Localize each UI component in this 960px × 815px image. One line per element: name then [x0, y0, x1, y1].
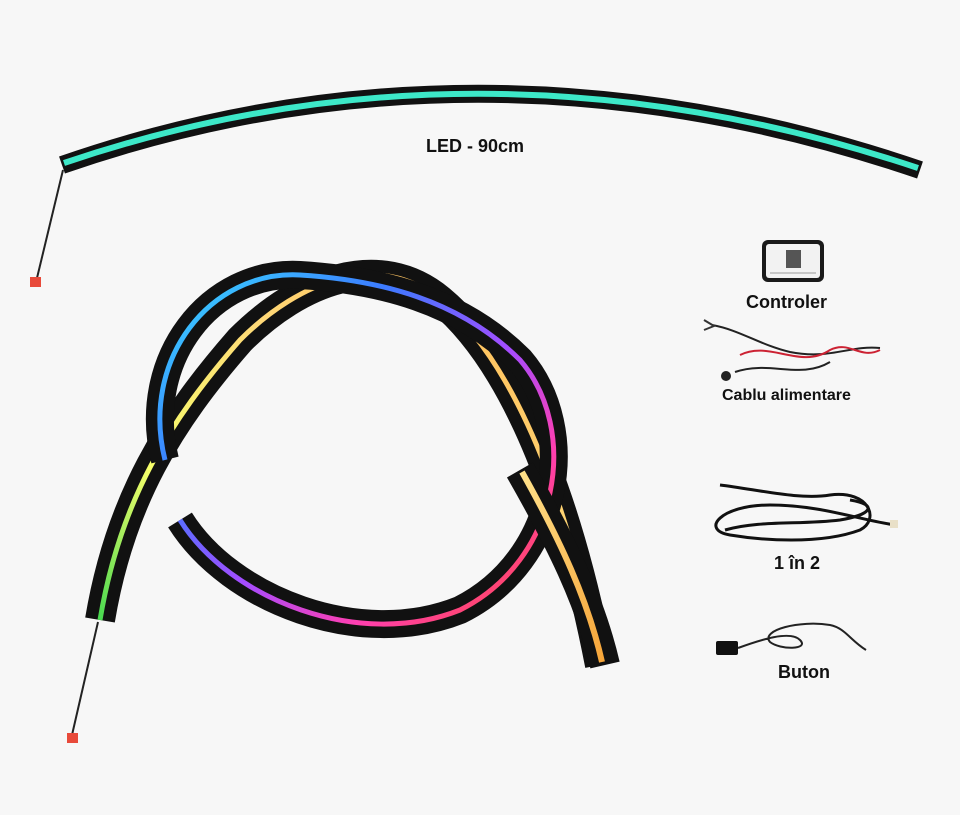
controller-box [762, 240, 824, 282]
power-cable-label: Cablu alimentare [722, 387, 851, 404]
led-strip-90cm [30, 84, 923, 287]
connector-plug-icon [30, 277, 41, 287]
led-length-label: LED - 90cm [426, 136, 525, 156]
splitter-label: 1 în 2 [774, 553, 821, 573]
controller-label: Controler [746, 292, 827, 312]
button-icon [716, 641, 738, 655]
splitter-cable [714, 483, 898, 542]
button-label: Buton [778, 662, 830, 682]
connector-plug-icon [67, 733, 78, 743]
qr-code-icon [786, 250, 801, 268]
button-cable [716, 622, 867, 655]
power-cable [703, 319, 881, 381]
led-strip-loop [67, 259, 620, 743]
